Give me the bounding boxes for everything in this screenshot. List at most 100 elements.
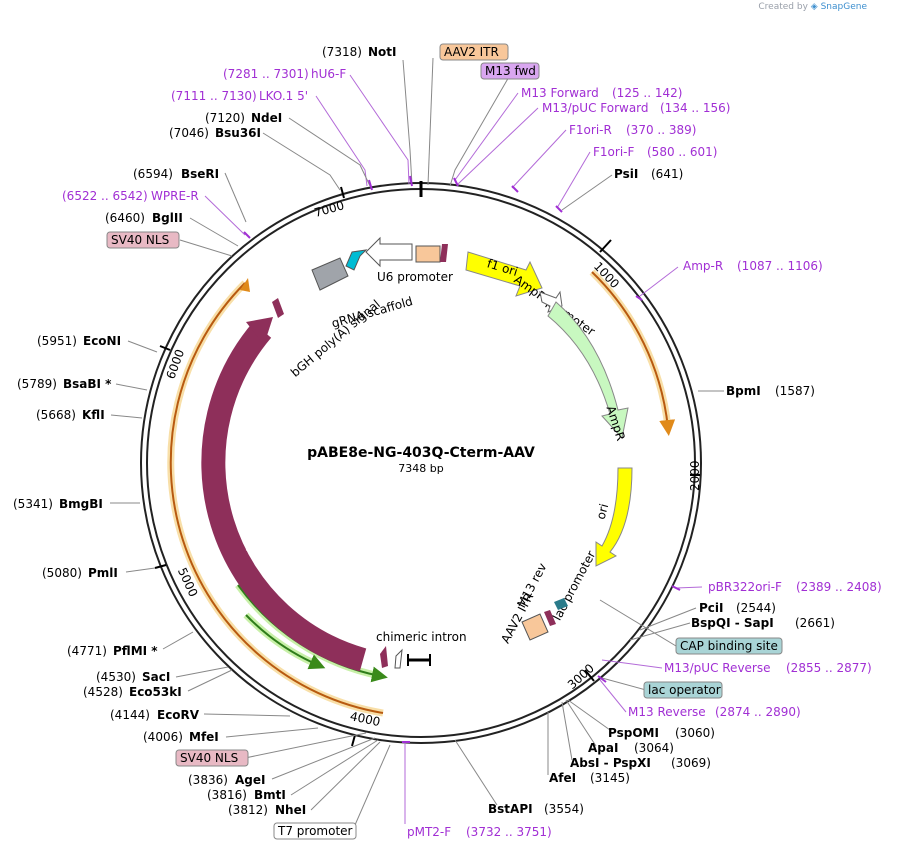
- pos-bmti: (3816): [207, 788, 247, 802]
- line-ampr: [639, 266, 679, 297]
- tick-7000: [340, 186, 345, 199]
- pos-psii: (641): [651, 167, 683, 181]
- pos-bstapi: (3554): [544, 802, 584, 816]
- enzyme-saci: SacI: [142, 670, 170, 684]
- pos-bpmi: (1587): [775, 384, 815, 398]
- pos-bsabi: (5789): [17, 377, 57, 391]
- box-sv40-nls-bottom: [175, 749, 249, 767]
- orf-arc-left-head: [240, 278, 250, 292]
- line-f1ori-r: [511, 129, 567, 189]
- enzyme-pmli: PmlI: [88, 566, 118, 580]
- enzyme-pflmi: PflMI *: [113, 644, 158, 658]
- line-absi: [561, 701, 573, 761]
- chimeric-intron-label: chimeric intron: [376, 630, 467, 644]
- line-apai: [565, 699, 597, 747]
- pos-agei: (3836): [188, 773, 228, 787]
- primer-tick-m13f: [453, 177, 459, 187]
- primer-pbr322-range: (2389 .. 2408): [796, 580, 882, 594]
- pos-nhei: (3812): [228, 803, 268, 817]
- tick-label-7000: 7000: [313, 198, 346, 220]
- line-bspqi: [629, 622, 691, 641]
- enzyme-bspqi-sapi: BspQI - SapI: [691, 616, 774, 630]
- u6-promoter-label: U6 promoter: [377, 270, 453, 284]
- enzyme-noti: NotI: [368, 45, 397, 59]
- pos-bmgbi: (5341): [13, 497, 53, 511]
- enzyme-afei: AfeI: [549, 771, 576, 785]
- primer-ampr-name: Amp-R: [683, 259, 723, 273]
- line-nhei: [310, 741, 381, 811]
- box-sv40-nls-top: [106, 231, 180, 249]
- line-sv40-bottom: [244, 732, 367, 759]
- enzyme-bstapi: BstAPI: [488, 802, 533, 816]
- primer-wpre-range: (6522 .. 6542): [62, 189, 148, 203]
- snapgene-logo: ◈: [810, 2, 818, 12]
- line-ndei: [288, 117, 371, 187]
- line-m13puc-fwd: [457, 107, 539, 185]
- primer-lko-name: LKO.1 5': [259, 89, 308, 103]
- primer-m13-forward-name: M13 Forward: [521, 86, 599, 100]
- t7-small-arrow: [394, 648, 403, 669]
- line-hu6: [349, 74, 410, 185]
- cas9-arrowhead: [246, 317, 273, 345]
- line-t7: [354, 744, 391, 826]
- label-lac-operator: lac operator: [648, 683, 721, 697]
- pos-ndei: (7120): [205, 111, 245, 125]
- leader-lines: [110, 57, 724, 826]
- box-m13-fwd: [480, 62, 540, 80]
- primer-tick-hu6: [368, 179, 373, 191]
- gray-feature: [311, 257, 349, 291]
- line-saci: [175, 666, 229, 678]
- line-pbr322: [675, 586, 703, 589]
- box-cap-binding-site: [675, 637, 783, 655]
- line-cap: [599, 599, 677, 647]
- pos-econi: (5951): [37, 334, 77, 348]
- line-agei: [271, 737, 376, 780]
- enzyme-ecorv: EcoRV: [157, 708, 200, 722]
- pos-pcii: (2544): [736, 601, 776, 615]
- enzyme-bmgbi: BmgBI: [59, 497, 103, 511]
- line-wpre: [204, 195, 246, 236]
- boxed-feature-labels: AAV2 ITR M13 fwd SV40 NLS SV40 NLS T7 pr…: [106, 43, 783, 840]
- primer-m13puc-reverse-range: (2855 .. 2877): [786, 661, 872, 675]
- enzyme-bsabi: BsaBI *: [63, 377, 112, 391]
- enzyme-kfli: KflI: [82, 408, 105, 422]
- line-lac-operator: [601, 677, 647, 691]
- primer-tick-m13rev: [597, 675, 607, 683]
- enzyme-eco53ki: Eco53kI: [129, 685, 182, 699]
- snapgene-credit: Created by ◈ SnapGene: [758, 2, 867, 12]
- credit-prefix: Created by: [758, 2, 808, 12]
- enzyme-labels-left: (7318) NotI (7120) NdeI (7046) Bsu36I (6…: [13, 45, 397, 817]
- ori-label: ori: [594, 502, 612, 521]
- box-aav2-itr-top: [439, 43, 509, 61]
- enzyme-mfei: MfeI: [189, 730, 219, 744]
- pos-pflmi: (4771): [67, 644, 107, 658]
- line-m13-fwd: [449, 74, 511, 187]
- line-bstapi: [454, 739, 498, 806]
- enzyme-pspomi: PspOMI: [608, 726, 659, 740]
- line-pcii: [639, 607, 697, 631]
- primer-tick-ampr: [635, 295, 643, 301]
- u6-promoter-arrow: [365, 236, 413, 268]
- primer-f1ori-r-name: F1ori-R: [569, 123, 612, 137]
- line-m13-reverse: [599, 679, 627, 713]
- enzyme-ndei: NdeI: [251, 111, 282, 125]
- enzyme-bmti: BmtI: [254, 788, 286, 802]
- line-bseri: [224, 172, 247, 223]
- primer-m13-reverse-name: M13 Reverse: [628, 705, 706, 719]
- line-psii: [561, 174, 613, 211]
- primer-ampr-range: (1087 .. 1106): [737, 259, 823, 273]
- tick-5000: [154, 564, 167, 569]
- pos-pspomi: (3060): [675, 726, 715, 740]
- ampr-arrow: [547, 301, 629, 440]
- lac-operator-box: [554, 598, 568, 610]
- label-m13-fwd: M13 fwd: [485, 64, 536, 78]
- tick-1000: [599, 239, 612, 253]
- primer-m13-reverse-range: (2874 .. 2890): [715, 705, 801, 719]
- tick-3000: [584, 669, 595, 682]
- orf-arc-left: [169, 282, 384, 714]
- pos-bglii: (6460): [105, 211, 145, 225]
- label-t7-promoter: T7 promoter: [277, 824, 353, 838]
- enzyme-apai: ApaI: [588, 741, 618, 755]
- line-sv40-top: [179, 239, 233, 257]
- enzyme-bglii: BglII: [152, 211, 183, 225]
